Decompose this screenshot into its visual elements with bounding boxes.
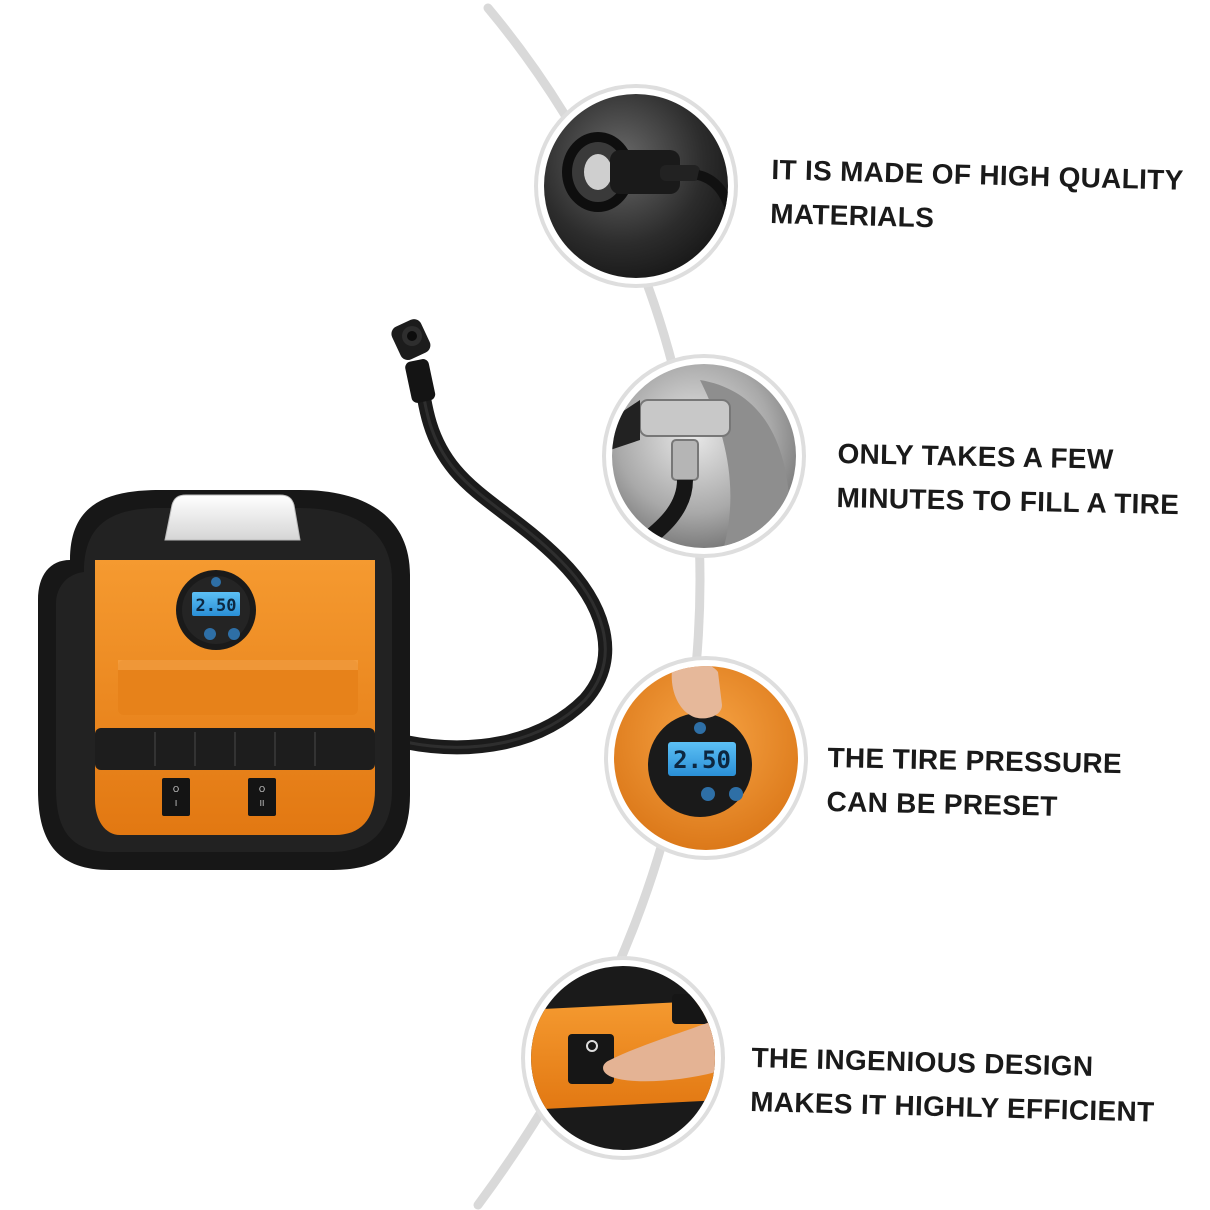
feature-line: MINUTES TO FILL A TIRE (836, 481, 1180, 521)
power-switch-right: O II (248, 778, 276, 816)
feature-image-4 (521, 956, 725, 1160)
tire-inflator-product: 2.50 O I O II (38, 319, 613, 870)
led-lamp (164, 494, 301, 541)
finger (603, 1020, 715, 1082)
display-button-left-icon (204, 628, 216, 640)
display-button-top-icon (211, 577, 221, 587)
display-button-right-icon (228, 628, 240, 640)
feature-line: CAN BE PRESET (826, 785, 1058, 822)
feature-text-preset-pressure: THE TIRE PRESSURE CAN BE PRESET (826, 736, 1122, 830)
finger (671, 666, 722, 719)
svg-text:2.50: 2.50 (673, 746, 731, 774)
nozzle-icon (391, 319, 436, 403)
pressure-display-icon: 2.50 (648, 713, 752, 817)
cigarette-lighter-plug-icon (562, 132, 728, 231)
feature-image-2 (602, 354, 806, 558)
feature-image-3: 2.50 (604, 656, 808, 860)
lcd-reading: 2.50 (196, 596, 237, 616)
feature-text-design: THE INGENIOUS DESIGN MAKES IT HIGHLY EFF… (750, 1036, 1156, 1135)
feature-line: ONLY TAKES A FEW (837, 437, 1114, 475)
air-hose (398, 363, 613, 755)
power-switch-left: O I (162, 778, 190, 816)
svg-text:O: O (259, 785, 265, 794)
svg-text:II: II (260, 799, 265, 808)
feature-line: THE TIRE PRESSURE (827, 741, 1123, 780)
svg-text:I: I (175, 799, 177, 808)
feature-text-fill-time: ONLY TAKES A FEW MINUTES TO FILL A TIRE (836, 432, 1180, 527)
svg-text:O: O (173, 785, 179, 794)
feature-image-1 (534, 84, 738, 288)
feature-text-materials: IT IS MADE OF HIGH QUALITY MATERIALS (770, 148, 1184, 247)
lcd-screen (192, 592, 240, 616)
